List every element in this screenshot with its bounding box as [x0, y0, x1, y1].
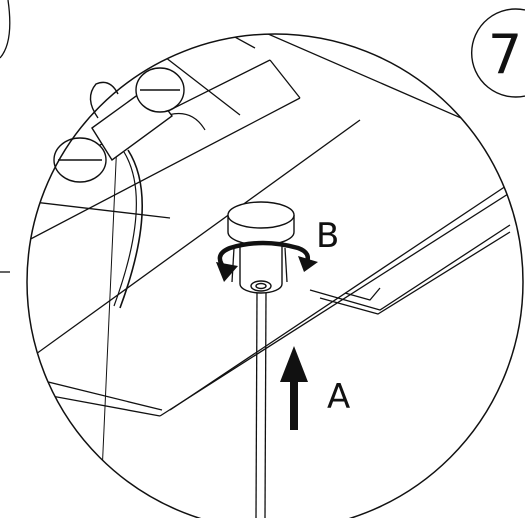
panel-underside-lower	[29, 391, 161, 417]
callout-a: A	[327, 377, 350, 417]
cable-inner	[113, 151, 137, 307]
nut-bore-inner	[255, 282, 267, 290]
nut-sleeve	[239, 245, 283, 294]
nut-cap	[227, 201, 295, 229]
support-post-right	[284, 247, 288, 283]
panel-underside	[39, 379, 163, 411]
rotate-arrow	[216, 240, 318, 282]
step-number: 7	[488, 23, 522, 86]
step-badge: 7	[471, 8, 525, 98]
frame-edge-inner	[199, 34, 256, 49]
push-arrow	[280, 346, 308, 430]
slot-edge	[309, 224, 511, 311]
rod-right	[264, 291, 267, 518]
neighbour-circle-edge-left	[0, 0, 11, 59]
rotate-arrow-head-left	[216, 262, 238, 282]
push-arrow-head	[280, 346, 308, 382]
support-post-left	[231, 247, 235, 283]
rail-edge-lower	[27, 97, 301, 256]
knob-clip	[89, 81, 119, 119]
upper-frame-edge	[189, 34, 523, 149]
detail-circle	[26, 33, 524, 518]
leader-line-knob	[99, 117, 119, 518]
slot-edge-lower	[319, 231, 511, 315]
rotate-arrow-head-right	[298, 256, 318, 272]
rail-edge-end	[269, 59, 301, 99]
slot-tab	[344, 287, 381, 301]
cable	[119, 149, 144, 309]
callout-b: B	[316, 216, 339, 256]
push-arrow-shaft	[290, 378, 298, 430]
lower-panel-outline	[27, 119, 361, 381]
rotate-arrow-curve	[217, 240, 310, 273]
step-badge-circle	[471, 8, 525, 98]
rod-left	[255, 291, 258, 518]
panel-edge-front-thickness	[159, 179, 523, 417]
top-panel-edge	[344, 34, 471, 111]
bracket-plate-base	[27, 197, 171, 219]
panel-edge-front	[169, 169, 523, 411]
